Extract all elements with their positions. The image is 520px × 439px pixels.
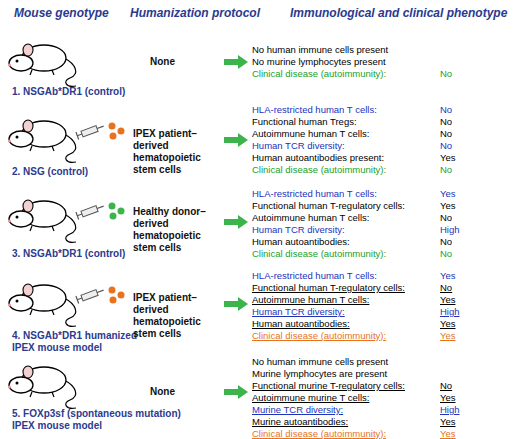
phenotype-line: No human immune cells present <box>252 356 388 368</box>
phenotype-value: Yes <box>440 152 456 164</box>
phenotype-key: Functional human T-regulatory cells: <box>252 200 405 212</box>
phenotype-key: Murine TCR diversity: <box>252 404 343 416</box>
phenotype-key: HLA-restricted human T cells: <box>252 104 377 116</box>
phenotype-value: High <box>440 306 460 318</box>
phenotype-value: No <box>440 104 452 116</box>
genotype-label: 4. NSGAb*DR1 humanized IPEX mouse model <box>12 330 152 354</box>
phenotype-key: Clinical disease (autoimmunity): <box>252 68 386 80</box>
column-header: Humanization protocol <box>130 6 260 20</box>
phenotype-value: No <box>440 116 452 128</box>
protocol-text: IPEX patient–derived hematopoietic stem … <box>133 292 225 340</box>
phenotype-key: Autoimmune human T cells: <box>252 294 369 306</box>
protocol-text: None <box>150 56 175 68</box>
phenotype-value: Yes <box>440 330 456 342</box>
phenotype-key: Clinical disease (autoimmunity): <box>252 248 386 260</box>
phenotype-line: No human immune cells present <box>252 44 388 56</box>
phenotype-key: HLA-restricted human T cells: <box>252 188 377 200</box>
phenotype-value: High <box>440 224 460 236</box>
genotype-label: 5. FOXp3sf (spontaneous mutation) IPEX m… <box>12 408 182 432</box>
phenotype-value: Yes <box>440 188 456 200</box>
phenotype-value: Yes <box>440 318 456 330</box>
phenotype-value: Yes <box>440 200 456 212</box>
phenotype-key: Clinical disease (autoimmunity): <box>252 428 386 439</box>
phenotype-value: Yes <box>440 294 456 306</box>
phenotype-value: No <box>440 140 452 152</box>
phenotype-key: Murine autoantibodies: <box>252 416 348 428</box>
phenotype-key: Human autoantibodies present: <box>252 152 384 164</box>
protocol-text: IPEX patient–derived hematopoietic stem … <box>133 128 225 176</box>
phenotype-key: Functional human T-regulatory cells: <box>252 282 405 294</box>
phenotype-key: Human autoantibodies: <box>252 236 350 248</box>
phenotype-value: High <box>440 404 460 416</box>
column-header: Mouse genotype <box>14 6 109 20</box>
phenotype-key: Functional human Tregs: <box>252 116 357 128</box>
phenotype-key: Human TCR diversity: <box>252 306 345 318</box>
protocol-text: Healthy donor–derived hematopoietic stem… <box>133 206 225 254</box>
phenotype-line: Murine lymphocytes are present <box>252 368 387 380</box>
phenotype-key: Human TCR diversity: <box>252 140 345 152</box>
phenotype-value: No <box>440 380 452 392</box>
phenotype-line: No murine lymphocytes present <box>252 56 386 68</box>
column-header: Immunological and clinical phenotype <box>290 6 507 20</box>
phenotype-value: No <box>440 68 452 80</box>
phenotype-key: Autoimmune human T cells: <box>252 128 369 140</box>
phenotype-key: Autoimmune murine T cells: <box>252 392 369 404</box>
phenotype-key: Human autoantibodies: <box>252 318 350 330</box>
protocol-text: None <box>150 386 175 398</box>
phenotype-value: No <box>440 128 452 140</box>
phenotype-value: No <box>440 164 452 176</box>
phenotype-value: Yes <box>440 392 456 404</box>
phenotype-key: Autoimmune human T cells: <box>252 212 369 224</box>
phenotype-key: HLA-restricted human T cells: <box>252 270 377 282</box>
phenotype-value: Yes <box>440 270 456 282</box>
phenotype-value: No <box>440 282 452 294</box>
phenotype-value: No <box>440 212 452 224</box>
phenotype-value: No <box>440 236 452 248</box>
phenotype-key: Clinical disease (autoimmunity): <box>252 330 386 342</box>
phenotype-key: Clinical disease (autoimmunity): <box>252 164 386 176</box>
phenotype-value: No <box>440 248 452 260</box>
phenotype-key: Human TCR diversity: <box>252 224 345 236</box>
phenotype-value: Yes <box>440 428 456 439</box>
genotype-label: 1. NSGAb*DR1 (control) <box>12 86 162 98</box>
phenotype-value: Yes <box>440 416 456 428</box>
phenotype-key: Functional murine T-regulatory cells: <box>252 380 405 392</box>
